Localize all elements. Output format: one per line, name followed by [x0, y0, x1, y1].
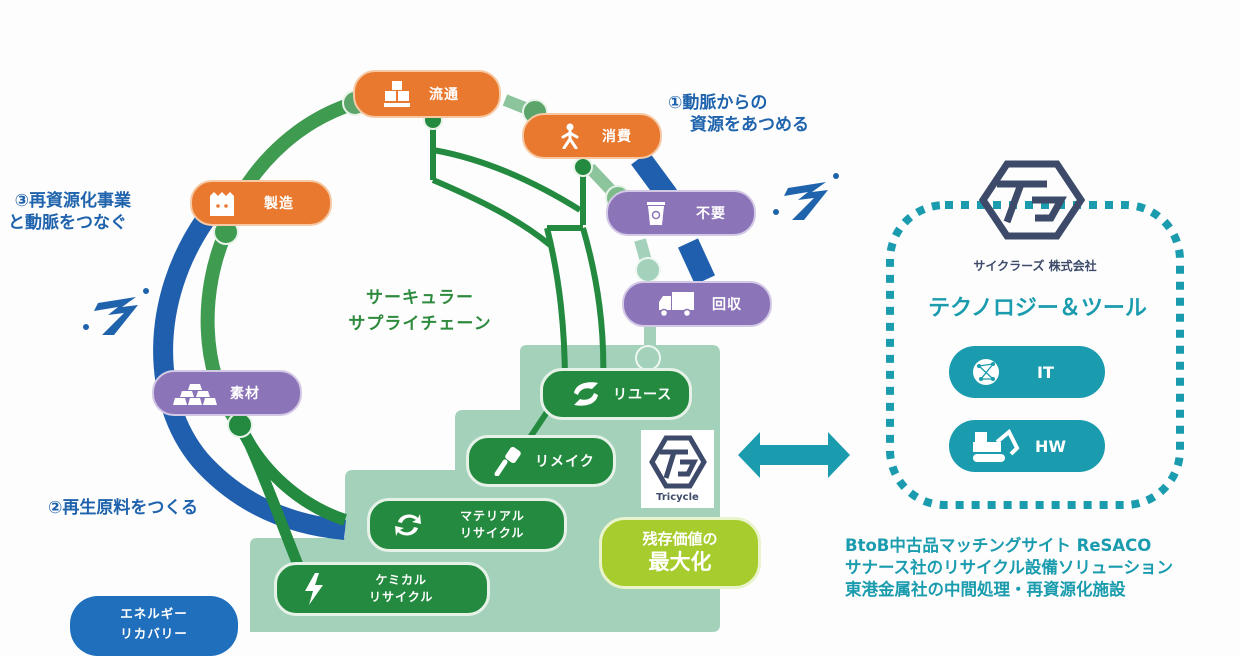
hw-button[interactable]: HW	[949, 420, 1105, 472]
excavator-icon	[971, 428, 1023, 464]
node-materials	[227, 412, 253, 438]
recycle-arrows-icon	[390, 510, 426, 540]
technology-title: テクノロジー＆ツール	[928, 296, 1147, 321]
stair-reuse[interactable]: リユース	[540, 368, 692, 420]
company-name: サイクラーズ 株式会社	[973, 259, 1097, 273]
factory-icon	[206, 190, 238, 216]
walking-person-icon	[558, 123, 582, 149]
technology-dotted-frame	[886, 201, 1184, 509]
stage-materials[interactable]: 素材	[152, 370, 302, 416]
annotation-two: ②再生原料をつくる	[48, 498, 199, 518]
inner-line-distribution-arc	[432, 147, 582, 213]
blue-band-right-2	[678, 238, 715, 285]
it-button[interactable]: IT	[949, 346, 1105, 398]
inner-line-to-reuse-2	[544, 227, 568, 386]
ring-branch-chemical	[237, 425, 306, 573]
stair-remake[interactable]: リメイク	[466, 435, 616, 487]
inner-line-to-reuse-3	[580, 227, 607, 386]
network-globe-icon	[971, 357, 1007, 387]
stair-chemical-recycle[interactable]: ケミカル リサイクル	[274, 562, 490, 616]
solution-item: BtoB中古品マッチングサイト ReSACO	[845, 536, 1152, 555]
recycle-bin-icon	[644, 200, 668, 226]
lightning-icon	[299, 573, 329, 605]
solutions-list: BtoB中古品マッチングサイト ReSACO サナース社のリサイクル設備ソリュー…	[845, 535, 1173, 601]
center-label: サーキュラー サプライチェーン	[348, 288, 492, 334]
stage-unneeded[interactable]: 不要	[606, 190, 756, 236]
stage-manufacturing[interactable]: 製造	[190, 180, 332, 226]
inner-line-distribution-arc2	[431, 177, 552, 248]
boxes-icon	[379, 79, 415, 109]
node-collection	[635, 257, 661, 283]
brush-icon	[491, 446, 525, 476]
tk-logo-icon	[83, 288, 149, 335]
stage-consumption[interactable]: 消費	[522, 113, 662, 159]
annotation-three: ③再資源化事業 と動脈をつなぐ	[8, 191, 131, 233]
cyclers-logo-icon	[978, 160, 1086, 240]
handshake-arrows-icon	[569, 379, 603, 409]
tricycle-logo: Tricycle	[641, 430, 714, 508]
stage-distribution[interactable]: 流通	[353, 70, 501, 118]
stair-material-recycle[interactable]: マテリアル リサイクル	[367, 498, 567, 552]
node-stairs-top	[635, 345, 661, 371]
solution-item: サナース社のリサイクル設備ソリューション	[845, 558, 1174, 577]
maximize-value-badge: 残存価値の 最大化	[599, 517, 761, 589]
ingots-icon	[172, 380, 218, 406]
node-consumption-bottom	[573, 157, 593, 177]
stage-collection[interactable]: 回収	[622, 281, 772, 327]
annotation-one: ①動脈からの 資源をあつめる	[668, 93, 809, 135]
blue-band-right-1	[631, 151, 677, 203]
solution-item: 東港金属社の中間処理・再資源化施設	[845, 580, 1126, 599]
truck-icon	[656, 290, 698, 318]
energy-recovery-pill[interactable]: エネルギー リカバリー	[70, 596, 238, 656]
tricycle-logo-mark-icon	[648, 435, 707, 489]
tk-logo-icon	[773, 173, 839, 220]
double-arrow-icon	[738, 432, 850, 478]
stair-chemical-recycle-label: ケミカル リサイクル	[369, 573, 434, 604]
stair-material-recycle-label: マテリアル リサイクル	[460, 509, 525, 540]
blue-band-left	[153, 214, 346, 540]
